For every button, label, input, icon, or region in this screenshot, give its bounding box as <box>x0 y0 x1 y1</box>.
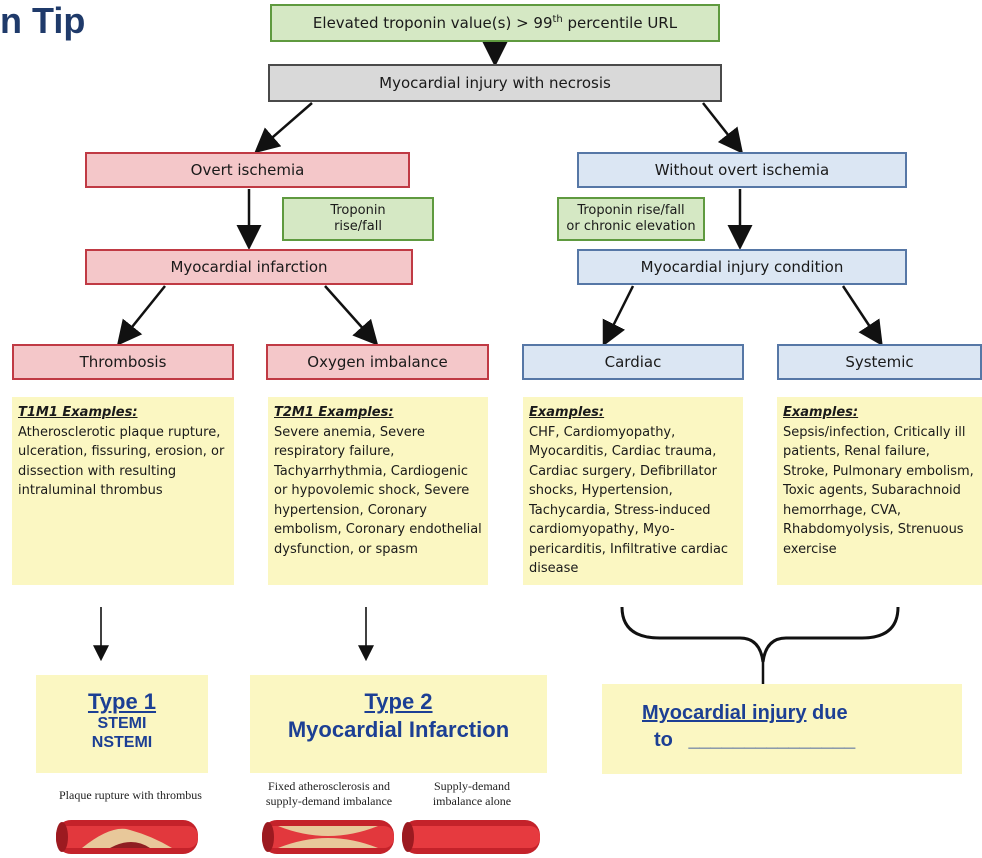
myocardial-injury-necrosis-label: Myocardial injury with necrosis <box>379 74 611 92</box>
systemic-examples-box: Examples: Sepsis/infection, Critically i… <box>777 397 982 585</box>
injury-to-text: to <box>654 729 673 751</box>
type1-nstemi: NSTEMI <box>91 734 153 751</box>
oxygen-imbalance-label: Oxygen imbalance <box>307 353 448 371</box>
cardiac-examples-text: CHF, Cardiomyopathy, Myocarditis, Cardia… <box>529 424 729 577</box>
elevated-troponin-box: Elevated troponin value(s) > 99th percen… <box>270 4 720 42</box>
myocardial-injury-link[interactable]: Myocardial injury <box>642 702 807 724</box>
without-overt-ischemia-box: Without overt ischemia <box>577 152 907 188</box>
myocardial-injury-condition-label: Myocardial injury condition <box>640 258 844 276</box>
elevated-troponin-label: Elevated troponin value(s) > 99th percen… <box>312 14 678 32</box>
fixed-caption-line2: supply-demand imbalance <box>265 794 393 808</box>
type1-stemi: STEMI <box>97 715 147 732</box>
myocardial-injury-condition-box: Myocardial injury condition <box>577 249 907 285</box>
fixed-atherosclerosis-caption: Fixed atherosclerosis and supply-demand … <box>254 779 404 809</box>
artery-thrombus-illustration <box>56 820 198 854</box>
type1-title: Type 1 <box>87 689 157 714</box>
myocardial-infarction-box: Myocardial infarction <box>85 249 413 285</box>
systemic-examples-heading: Examples: <box>783 405 859 420</box>
troponin-chronic-line2: or chronic elevation <box>566 219 696 234</box>
myocardial-injury-result-box: Myocardial injury due to _______________ <box>602 684 962 774</box>
troponin-chronic-line1: Troponin rise/fall <box>577 203 685 218</box>
cardiac-box: Cardiac <box>522 344 744 380</box>
thrombosis-label: Thrombosis <box>79 353 167 371</box>
overt-ischemia-box: Overt ischemia <box>85 152 410 188</box>
type2-subtitle: Myocardial Infarction <box>287 717 510 742</box>
type2-result-box: Type 2 Myocardial Infarction <box>250 675 547 773</box>
myocardial-infarction-label: Myocardial infarction <box>170 258 328 276</box>
systemic-examples-text: Sepsis/infection, Critically ill patient… <box>783 424 974 557</box>
cardiac-examples-box: Examples: CHF, Cardiomyopathy, Myocardit… <box>523 397 743 585</box>
t1m1-examples-heading: T1M1 Examples: <box>18 405 138 420</box>
troponin-rise-fall-line2: rise/fall <box>334 219 382 234</box>
supply-caption-line2: imbalance alone <box>432 794 512 808</box>
injury-due-text: due <box>806 702 848 724</box>
supply-caption-line1: Supply-demand <box>434 779 510 793</box>
systemic-box: Systemic <box>777 344 982 380</box>
t2m1-examples-text: Severe anemia, Severe respiratory failur… <box>274 424 482 557</box>
type2-title: Type 2 <box>364 689 433 714</box>
without-overt-ischemia-label: Without overt ischemia <box>654 161 830 179</box>
type1-result-box: Type 1 STEMI NSTEMI <box>36 675 208 773</box>
artery-fixed-atherosclerosis-illustration <box>262 820 394 854</box>
plaque-rupture-caption: Plaque rupture with thrombus <box>59 788 202 802</box>
page-title: n Tip <box>0 0 86 41</box>
t1m1-examples-box: T1M1 Examples: Atherosclerotic plaque ru… <box>12 397 234 585</box>
systemic-label: Systemic <box>845 353 914 371</box>
troponin-rise-fall-line1: Troponin <box>330 203 386 218</box>
overt-ischemia-label: Overt ischemia <box>190 161 305 179</box>
cardiac-examples-heading: Examples: <box>529 405 605 420</box>
cardiac-label: Cardiac <box>604 353 662 371</box>
supply-demand-caption: Supply-demand imbalance alone <box>402 779 542 809</box>
troponin-chronic-box: Troponin rise/fall or chronic elevation <box>557 197 705 241</box>
troponin-rise-fall-box: Troponin rise/fall <box>282 197 434 241</box>
t2m1-examples-heading: T2M1 Examples: <box>274 405 394 420</box>
t2m1-examples-box: T2M1 Examples: Severe anemia, Severe res… <box>268 397 488 585</box>
oxygen-imbalance-box: Oxygen imbalance <box>266 344 489 380</box>
injury-blank-line: _______________ <box>688 729 856 751</box>
thrombosis-box: Thrombosis <box>12 344 234 380</box>
myocardial-injury-necrosis-box: Myocardial injury with necrosis <box>268 64 722 102</box>
fixed-caption-line1: Fixed atherosclerosis and <box>268 779 390 793</box>
artery-normal-illustration <box>402 820 540 854</box>
t1m1-examples-text: Atherosclerotic plaque rupture, ulcerati… <box>18 424 225 499</box>
